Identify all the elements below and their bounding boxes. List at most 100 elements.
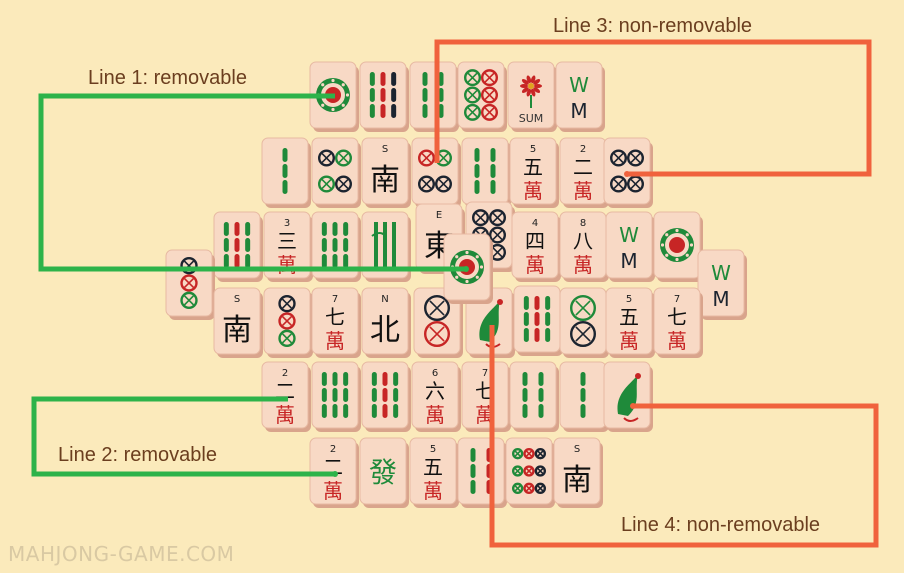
mahjong-tile[interactable] (603, 361, 653, 432)
line3-label: Line 3: non-removable (553, 15, 753, 37)
dots-tile-icon (610, 149, 645, 193)
tile-index: 5 (626, 294, 632, 305)
tile-index: S (234, 294, 240, 305)
white-dragon-m: M (620, 249, 637, 273)
mahjong-tile[interactable] (465, 287, 515, 358)
mahjong-tile[interactable] (361, 361, 411, 432)
mahjong-tile[interactable]: 6六萬 (411, 361, 461, 432)
dots-tile-icon (512, 447, 546, 495)
mahjong-tile[interactable] (413, 287, 463, 358)
tile-index: 2 (330, 444, 336, 455)
mahjong-tile[interactable] (559, 361, 609, 432)
dots-tile-icon (180, 256, 198, 310)
tile-wind: 北 (370, 313, 400, 348)
mahjong-tile[interactable] (263, 287, 313, 358)
mahjong-tile[interactable]: 5五萬 (605, 287, 655, 358)
white-dragon-tile-icon: WM (711, 261, 731, 311)
mahjong-tile[interactable] (509, 361, 559, 432)
mahjong-tile[interactable]: 2二萬 (559, 137, 609, 208)
tile-index: E (436, 210, 442, 221)
bamboo-tile-icon (321, 372, 349, 418)
tile-index: 5 (530, 144, 536, 155)
mahjong-tile[interactable] (411, 137, 461, 208)
tile-index: 4 (532, 218, 538, 229)
tile-number: 三 (277, 229, 297, 253)
mahjong-tile[interactable] (559, 287, 609, 358)
tile-index: N (381, 294, 388, 305)
mahjong-tile[interactable]: WM (697, 249, 747, 320)
mahjong-tile[interactable]: 發 (359, 437, 409, 508)
mahjong-tile[interactable]: 7七萬 (311, 287, 361, 358)
mahjong-tile[interactable] (311, 137, 361, 208)
tile-number: 八 (573, 229, 593, 253)
tile-index: 6 (432, 368, 438, 379)
site-watermark: MAHJONG-GAME.COM (8, 542, 235, 566)
mahjong-tile[interactable] (505, 437, 555, 508)
tile-wind: 南 (370, 163, 400, 198)
tile-index: 7 (674, 294, 680, 305)
mahjong-tile[interactable]: WM (605, 211, 655, 282)
mahjong-tile[interactable] (653, 211, 703, 282)
tile-wan: 萬 (667, 329, 687, 353)
white-dragon-w: W (711, 261, 731, 285)
bamboo-tile-icon (580, 372, 586, 418)
mahjong-tile[interactable]: S南 (553, 437, 603, 508)
line1-label: Line 1: removable (88, 67, 247, 89)
line2-removable-endpoint (332, 471, 338, 477)
phoenix-tile-icon (479, 299, 503, 348)
mahjong-tile[interactable]: 4四萬 (511, 211, 561, 282)
tile-index: 5 (430, 444, 436, 455)
tile-index: 7 (332, 294, 338, 305)
tile-wan: 萬 (323, 479, 343, 503)
dots-tile-icon (418, 149, 453, 193)
bamboo-tile-icon (422, 72, 444, 118)
mahjong-tile[interactable]: 3三萬 (263, 211, 313, 282)
mahjong-tile[interactable] (213, 211, 263, 282)
mahjong-tile[interactable] (261, 137, 311, 208)
tile-wan: 萬 (525, 253, 545, 277)
mahjong-tile[interactable] (513, 285, 563, 356)
tile-wan: 萬 (425, 403, 445, 427)
bamboo-tile-icon (223, 222, 251, 268)
mahjong-tile[interactable]: N北 (361, 287, 411, 358)
tile-number: 二 (573, 155, 593, 179)
mahjong-tile[interactable] (465, 201, 515, 272)
tile-wan: 萬 (275, 403, 295, 427)
mahjong-tile[interactable]: 8八萬 (559, 211, 609, 282)
mahjong-tile[interactable] (361, 211, 411, 282)
mahjong-tile[interactable] (311, 361, 361, 432)
line4-non-removable-endpoint (630, 403, 636, 409)
line3-non-removable-endpoint (624, 171, 630, 177)
tile-index: 2 (282, 368, 288, 379)
dots-tile-icon (570, 295, 597, 348)
bamboo-tile-icon (522, 372, 544, 418)
mahjong-tile[interactable] (461, 137, 511, 208)
bamboo-tile-icon (282, 148, 288, 194)
tile-wan: 萬 (619, 329, 639, 353)
bamboo-tile-icon (523, 296, 551, 342)
tile-index: 7 (482, 368, 488, 379)
bamboo-tile-icon (474, 148, 496, 194)
mahjong-tile[interactable]: 5五萬 (409, 437, 459, 508)
mahjong-tile[interactable]: S南 (213, 287, 263, 358)
mahjong-tile[interactable] (359, 61, 409, 132)
tile-index: S (574, 444, 580, 455)
mahjong-tile[interactable]: SUM (507, 61, 557, 132)
tile-number: 四 (525, 229, 545, 253)
line3-non-removable (434, 39, 872, 177)
mahjong-tile[interactable]: 5五萬 (509, 137, 559, 208)
tile-wan: 萬 (573, 253, 593, 277)
mahjong-tile[interactable]: 7七萬 (653, 287, 703, 358)
mahjong-tile[interactable]: S南 (361, 137, 411, 208)
mahjong-tile[interactable]: WM (555, 61, 605, 132)
mahjong-tile[interactable] (457, 61, 507, 132)
tile-number: 六 (425, 379, 445, 403)
line1-removable-endpoint (463, 266, 469, 272)
dots-tile-icon (278, 294, 296, 348)
tile-index: 3 (284, 218, 290, 229)
line1-removable (38, 93, 466, 272)
tile-index: 2 (580, 144, 586, 155)
mahjong-tile[interactable] (311, 211, 361, 282)
